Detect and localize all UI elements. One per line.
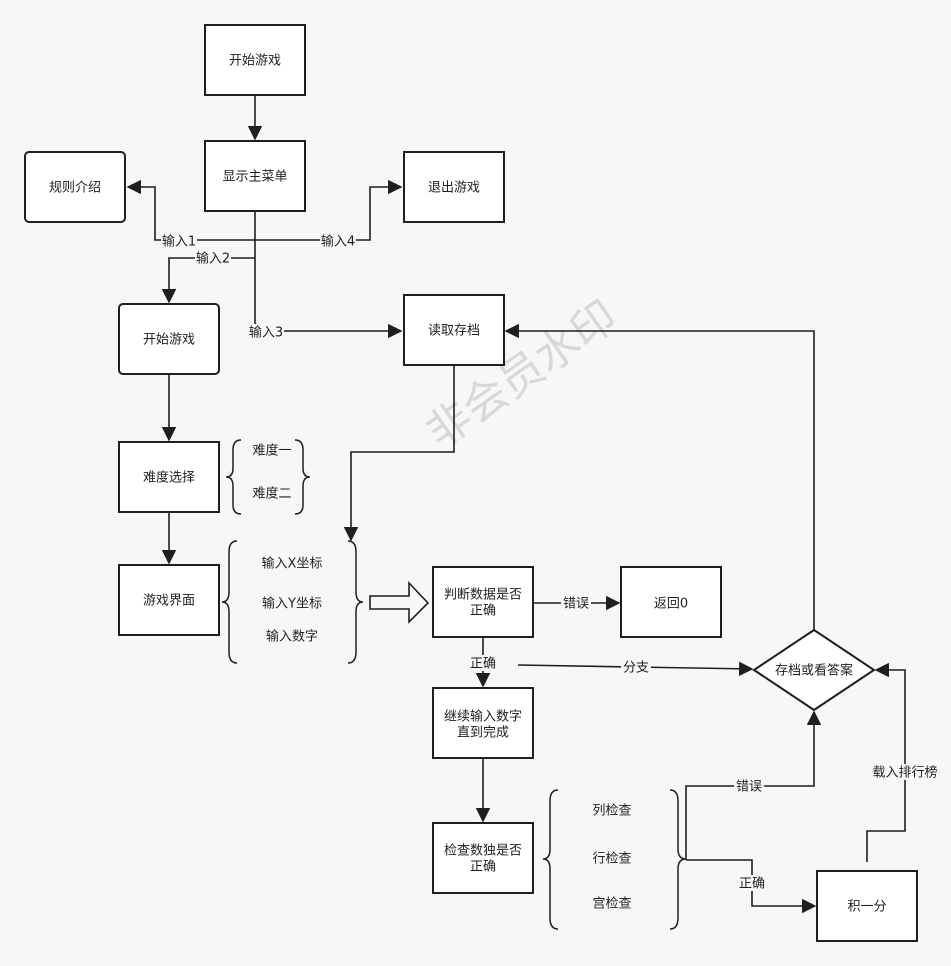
node-save-or-answer-label: 存档或看答案 bbox=[775, 663, 853, 679]
input-option-number: 输入数字 bbox=[266, 629, 318, 645]
node-return0[interactable]: 返回0 bbox=[620, 566, 722, 638]
node-rules-label: 规则介绍 bbox=[49, 181, 101, 196]
difficulty-option-1: 难度一 bbox=[252, 443, 291, 459]
node-rules[interactable]: 规则介绍 bbox=[24, 151, 126, 223]
edge-label-leaderboard: 载入排行榜 bbox=[872, 765, 937, 781]
node-save-or-answer[interactable]: 存档或看答案 bbox=[752, 628, 876, 712]
brace-inputs-left bbox=[221, 540, 238, 664]
node-game-ui[interactable]: 游戏界面 bbox=[118, 564, 220, 636]
edge-score-to-diamond bbox=[866, 662, 906, 862]
input-option-y: 输入Y坐标 bbox=[262, 596, 322, 612]
edge-label-error2: 错误 bbox=[736, 780, 762, 795]
node-check[interactable]: 检查数独是否 正确 bbox=[432, 822, 534, 894]
node-continue-label-1: 继续输入数字 bbox=[444, 709, 522, 725]
edge-label-branch: 分支 bbox=[623, 661, 649, 676]
edge-label-error1: 错误 bbox=[563, 597, 589, 612]
input-option-x: 输入X坐标 bbox=[262, 556, 323, 572]
node-check-label-1: 检查数独是否 bbox=[444, 844, 522, 859]
node-judge-label-2: 正确 bbox=[470, 604, 496, 619]
node-load-save-label: 读取存档 bbox=[428, 324, 480, 339]
node-score-label: 积一分 bbox=[847, 900, 886, 915]
node-score[interactable]: 积一分 bbox=[816, 870, 918, 942]
node-start-game-label: 开始游戏 bbox=[143, 333, 195, 348]
node-start-game[interactable]: 开始游戏 bbox=[118, 303, 220, 375]
edge-diamond-to-load bbox=[504, 323, 815, 630]
brace-inputs-right bbox=[347, 540, 364, 664]
node-check-label-2: 正确 bbox=[470, 860, 496, 875]
node-exit-label: 退出游戏 bbox=[428, 181, 480, 196]
node-start-top-label: 开始游戏 bbox=[229, 54, 281, 69]
brace-difficulty-left bbox=[225, 439, 242, 515]
node-load-save[interactable]: 读取存档 bbox=[403, 294, 505, 366]
node-continue[interactable]: 继续输入数字 直到完成 bbox=[432, 687, 534, 759]
node-judge[interactable]: 判断数据是否 正确 bbox=[432, 566, 534, 638]
node-difficulty[interactable]: 难度选择 bbox=[118, 441, 220, 513]
node-return0-label: 返回0 bbox=[654, 597, 688, 612]
node-difficulty-label: 难度选择 bbox=[143, 470, 195, 486]
brace-check-right bbox=[669, 789, 687, 930]
brace-check-left bbox=[542, 789, 559, 930]
node-judge-label-1: 判断数据是否 bbox=[444, 588, 522, 603]
edge-load-to-inputs bbox=[343, 365, 455, 542]
node-main-menu[interactable]: 显示主菜单 bbox=[204, 140, 306, 212]
node-exit[interactable]: 退出游戏 bbox=[403, 151, 505, 223]
difficulty-option-2: 难度二 bbox=[252, 486, 291, 502]
edge-menu-to-rules bbox=[126, 179, 255, 241]
check-option-column: 列检查 bbox=[592, 804, 631, 819]
edge-label-correct1: 正确 bbox=[470, 657, 496, 672]
node-main-menu-label: 显示主菜单 bbox=[222, 170, 287, 185]
brace-difficulty-right bbox=[294, 439, 311, 515]
node-game-ui-label: 游戏界面 bbox=[143, 594, 195, 609]
node-continue-label-2: 直到完成 bbox=[457, 726, 509, 741]
edge-label-input3: 输入3 bbox=[249, 325, 283, 341]
edge-menu-to-exit bbox=[255, 179, 403, 241]
node-start-top[interactable]: 开始游戏 bbox=[204, 24, 306, 96]
edge-label-input4: 输入4 bbox=[321, 234, 355, 250]
hollow-arrow-to-judge bbox=[369, 580, 430, 624]
edge-label-input2: 输入2 bbox=[196, 251, 230, 267]
edge-menu-to-load bbox=[254, 211, 403, 339]
edge-label-input1: 输入1 bbox=[162, 234, 196, 250]
check-option-row: 行检查 bbox=[592, 852, 631, 867]
edge-label-correct2: 正确 bbox=[739, 877, 765, 892]
check-option-box: 宫检查 bbox=[592, 897, 631, 912]
